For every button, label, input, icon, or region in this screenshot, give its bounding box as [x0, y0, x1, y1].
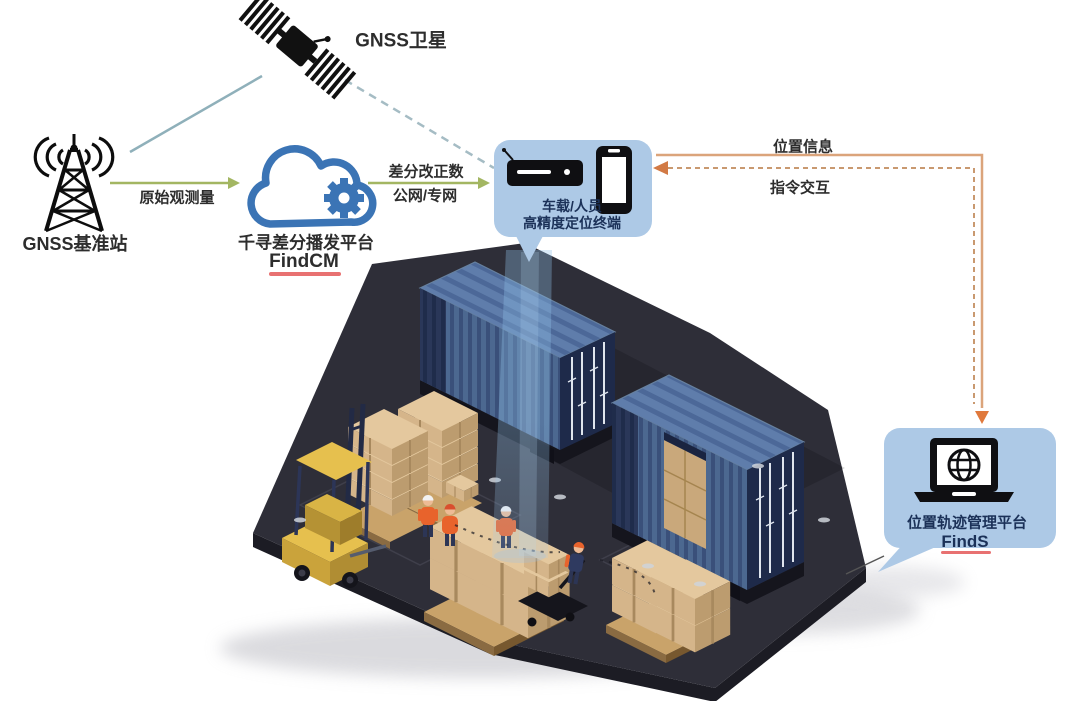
laptop-globe-icon	[914, 438, 1014, 502]
terminal-label-line2: 高精度定位终端	[523, 215, 621, 231]
pallet-center	[424, 504, 572, 656]
radio-tower-icon	[33, 134, 115, 233]
command-label: 指令交互	[769, 179, 831, 197]
terminal-label-line1: 车载/人员	[542, 198, 602, 214]
worker-4	[564, 542, 585, 585]
floor-reflections	[294, 463, 830, 587]
warehouse-illustration	[220, 243, 965, 701]
position-info-label: 位置信息	[772, 138, 834, 156]
raw-observation-label: 原始观测量	[139, 189, 215, 207]
cloud-label-line2: FindCM	[269, 251, 339, 272]
satellite-links	[129, 74, 495, 170]
platform-label-line1: 位置轨迹管理平台	[906, 514, 1028, 532]
platform-label-line2: FindS	[941, 532, 989, 551]
worker-2	[442, 504, 458, 546]
green-arrows	[110, 177, 490, 189]
forklift	[282, 403, 387, 588]
positioning-beam	[492, 250, 552, 558]
cloud-gear-icon	[247, 145, 377, 228]
smartphone-icon	[596, 146, 632, 214]
correction-label-line1: 差分改正数	[388, 163, 464, 181]
satellite-label: GNSS卫星	[355, 30, 447, 52]
finds-underline	[941, 551, 991, 554]
terminal-bubble	[494, 140, 652, 262]
correction-label-line2: 公网/专网	[392, 187, 458, 205]
container-right	[610, 374, 806, 604]
base-station-label: GNSS基准站	[22, 234, 128, 254]
cloud-label-line1: 千寻差分播发平台	[238, 233, 374, 253]
platform-bubble	[878, 428, 1056, 572]
media-player-icon	[502, 148, 583, 186]
findcm-underline	[269, 272, 341, 276]
satellite-icon	[238, 0, 357, 100]
pallet-right	[606, 539, 732, 663]
orange-links	[653, 153, 989, 424]
